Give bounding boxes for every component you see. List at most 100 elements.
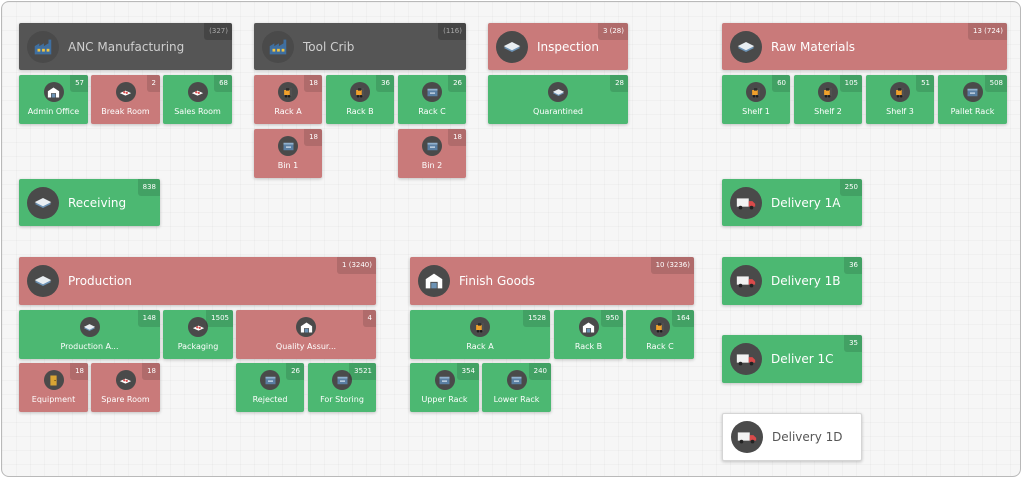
bin-icon [422,136,442,156]
count-badge: 148 [137,310,160,327]
tray-icon [115,82,136,102]
forklift-icon [278,82,298,102]
count-badge: 838 [137,179,160,196]
location-tile-deliver-1c[interactable]: Deliver 1C 35 [722,335,862,383]
truck-icon [730,186,762,219]
count-badge: 18 [448,129,466,146]
stack-icon [496,30,528,63]
tray-icon [188,317,208,337]
count-badge: 2 [146,75,160,92]
count-badge: 1505 [206,310,233,327]
factory-icon [262,30,294,63]
location-tile-admin-office[interactable]: Admin Office 57 [19,75,88,124]
count-badge: 26 [286,363,304,380]
location-tile-lower-rack[interactable]: Lower Rack 240 [482,363,551,412]
warehouse-icon [296,317,316,337]
bin-icon [260,370,280,390]
location-tile-equipment[interactable]: Equipment 18 [19,363,88,412]
forklift-icon [650,317,670,337]
bin-icon [278,136,298,156]
location-tile-delivery-1a[interactable]: Delivery 1A 250 [722,179,862,226]
location-tile-tool-rack-a[interactable]: Rack A 18 [254,75,322,124]
bin-icon [962,82,983,102]
tray-icon [115,370,136,390]
count-badge: (327) [204,23,232,40]
location-tile-tool-rack-c[interactable]: Rack C 26 [398,75,466,124]
count-badge: 1528 [523,310,550,327]
location-tile-production[interactable]: Production 1 (3240) [19,257,376,305]
location-tile-receiving[interactable]: Receiving 838 [19,179,160,226]
location-tile-delivery-1d[interactable]: Delivery 1D [722,413,862,461]
count-badge: 250 [839,179,862,196]
location-tile-spare-room[interactable]: Spare Room 18 [91,363,160,412]
stack-icon [79,317,100,337]
tray-icon [187,82,208,102]
location-tile-fg-rack-c[interactable]: Rack C 164 [626,310,694,359]
count-badge: 164 [671,310,694,327]
location-tile-fg-rack-b[interactable]: Rack B 950 [554,310,623,359]
count-badge: 4 [362,310,376,327]
location-tile-for-storing[interactable]: For Storing 3521 [308,363,376,412]
count-badge: 1 (3240) [337,257,376,274]
location-tile-shelf-3[interactable]: Shelf 3 51 [866,75,934,124]
forklift-icon [818,82,838,102]
count-badge: 18 [304,75,322,92]
location-tile-fg-rack-a[interactable]: Rack A 1528 [410,310,550,359]
count-badge: 3521 [349,363,376,380]
location-tile-delivery-1b[interactable]: Delivery 1B 36 [722,257,862,305]
truck-icon [730,265,762,297]
location-tile-rejected[interactable]: Rejected 26 [236,363,304,412]
location-tile-anc-manufacturing[interactable]: ANC Manufacturing (327) [19,23,232,70]
location-tile-pallet-rack[interactable]: Pallet Rack 508 [938,75,1007,124]
count-badge: 26 [448,75,466,92]
count-badge: 18 [70,363,88,380]
count-badge: 105 [839,75,862,92]
forklift-icon [350,82,370,102]
warehouse-icon [578,317,599,337]
location-tile-packaging[interactable]: Packaging 1505 [163,310,233,359]
bin-icon [332,370,352,390]
count-badge: 13 (724) [968,23,1007,40]
count-badge: 36 [376,75,394,92]
forklift-icon [890,82,910,102]
location-tile-quarantined[interactable]: Quarantined 28 [488,75,628,124]
warehouse-icon [43,82,64,102]
bin-icon [422,82,442,102]
forklift-icon [470,317,490,337]
location-tile-tool-crib[interactable]: Tool Crib (116) [254,23,466,70]
location-tile-raw-materials[interactable]: Raw Materials 13 (724) [722,23,1007,70]
location-tile-quality-assurance[interactable]: Quality Assur... 4 [236,310,376,359]
location-tile-bin-2[interactable]: Bin 2 18 [398,129,466,178]
stack-icon [730,30,762,63]
count-badge: 18 [304,129,322,146]
truck-icon [730,343,762,375]
location-tile-upper-rack[interactable]: Upper Rack 354 [410,363,479,412]
location-tile-inspection[interactable]: Inspection 3 (28) [488,23,628,70]
count-badge: 10 (3236) [650,257,694,274]
count-badge: 18 [142,363,160,380]
bin-icon [506,370,527,390]
count-badge: 950 [600,310,623,327]
count-badge: 60 [772,75,790,92]
location-tile-production-a[interactable]: Production A... 148 [19,310,160,359]
location-tile-bin-1[interactable]: Bin 1 18 [254,129,322,178]
count-badge: 51 [916,75,934,92]
location-tile-sales-room[interactable]: Sales Room 68 [163,75,232,124]
count-badge: 508 [984,75,1007,92]
forklift-icon [746,82,766,102]
count-badge: (116) [438,23,466,40]
location-tile-shelf-1[interactable]: Shelf 1 60 [722,75,790,124]
count-badge: 3 (28) [597,23,628,40]
location-tile-break-room[interactable]: Break Room 2 [91,75,160,124]
count-badge: 28 [610,75,628,92]
count-badge: 57 [70,75,88,92]
warehouse-icon [418,265,450,297]
location-tile-shelf-2[interactable]: Shelf 2 105 [794,75,862,124]
truck-icon [731,421,763,453]
count-badge: 240 [528,363,551,380]
location-tile-tool-rack-b[interactable]: Rack B 36 [326,75,394,124]
location-tile-finish-goods[interactable]: Finish Goods 10 (3236) [410,257,694,305]
stack-icon [548,82,568,102]
door-icon [43,370,64,390]
